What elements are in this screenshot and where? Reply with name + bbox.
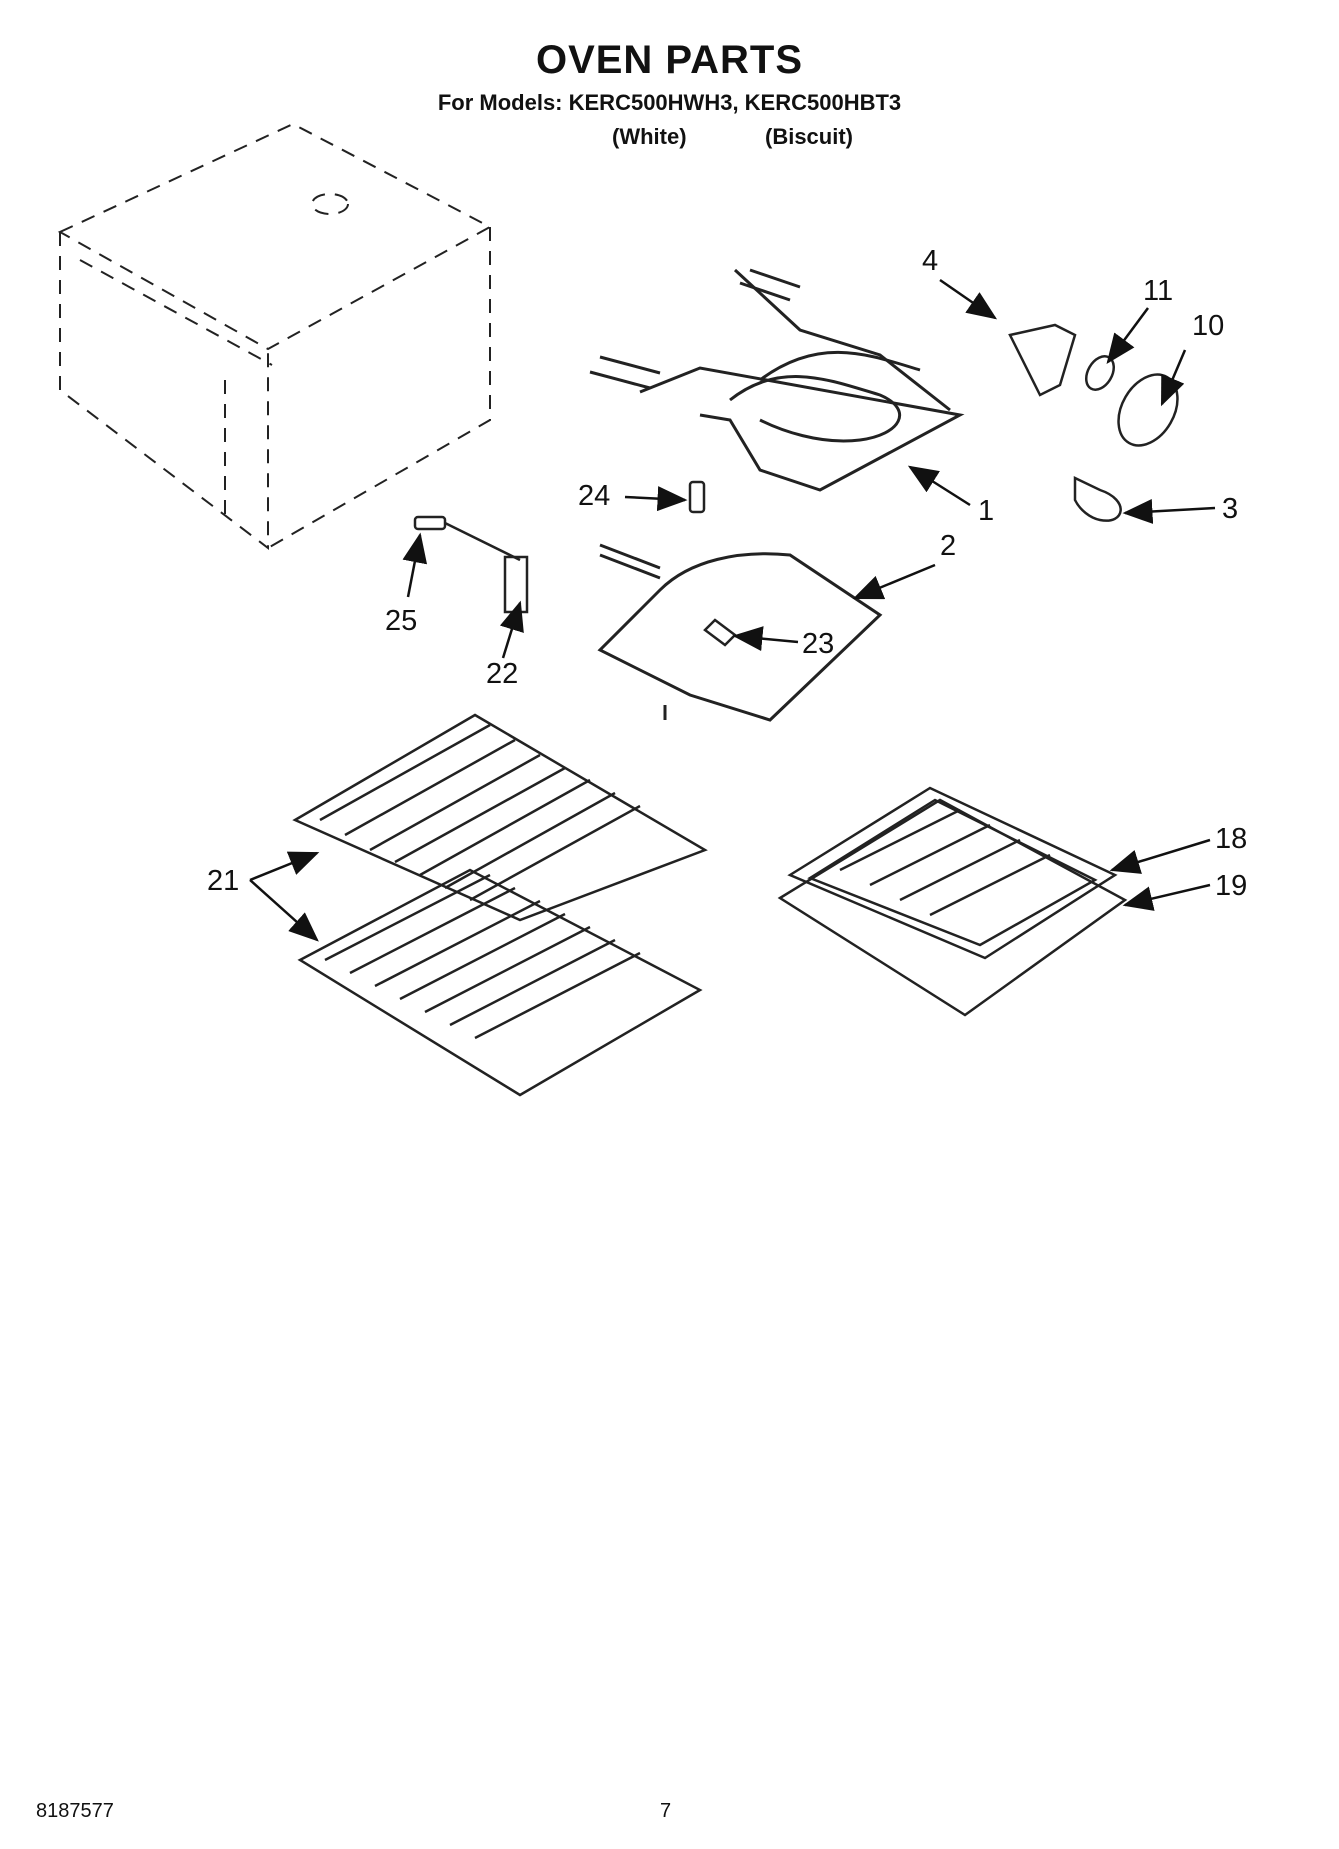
page-title: OVEN PARTS [535, 38, 804, 82]
callout-19: 19 [1215, 870, 1247, 902]
variant-white-label: (White) [612, 124, 687, 149]
callout-3: 3 [1222, 493, 1238, 525]
callout-21: 21 [207, 865, 239, 897]
callout-4: 4 [922, 245, 938, 277]
oven-racks [292, 713, 708, 1097]
models-line: For Models: KERC500HWH3, KERC500HBT3 [437, 90, 902, 115]
callout-1: 1 [978, 495, 994, 527]
broiler-pan [777, 786, 1128, 1017]
callout-18: 18 [1215, 823, 1247, 855]
bake-element [597, 543, 883, 722]
callout-22: 22 [486, 658, 518, 690]
callout-25: 25 [385, 605, 417, 637]
broil-element [589, 268, 965, 492]
callout-2: 2 [940, 530, 956, 562]
callout-10: 10 [1192, 310, 1224, 342]
document-code: 8187577 [36, 1800, 114, 1822]
callout-11: 11 [1143, 275, 1173, 307]
callout-numbers: 4 11 10 1 3 24 2 23 25 22 21 18 19 [207, 245, 1247, 902]
oven-cavity-outline [57, 122, 493, 551]
variant-biscuit-label: (Biscuit) [765, 124, 853, 149]
callout-23: 23 [802, 628, 834, 660]
callout-arrows [249, 278, 1216, 942]
callout-24: 24 [578, 480, 610, 512]
small-hardware [413, 480, 737, 647]
light-assembly [1008, 323, 1179, 522]
page-number: 7 [660, 1800, 672, 1822]
